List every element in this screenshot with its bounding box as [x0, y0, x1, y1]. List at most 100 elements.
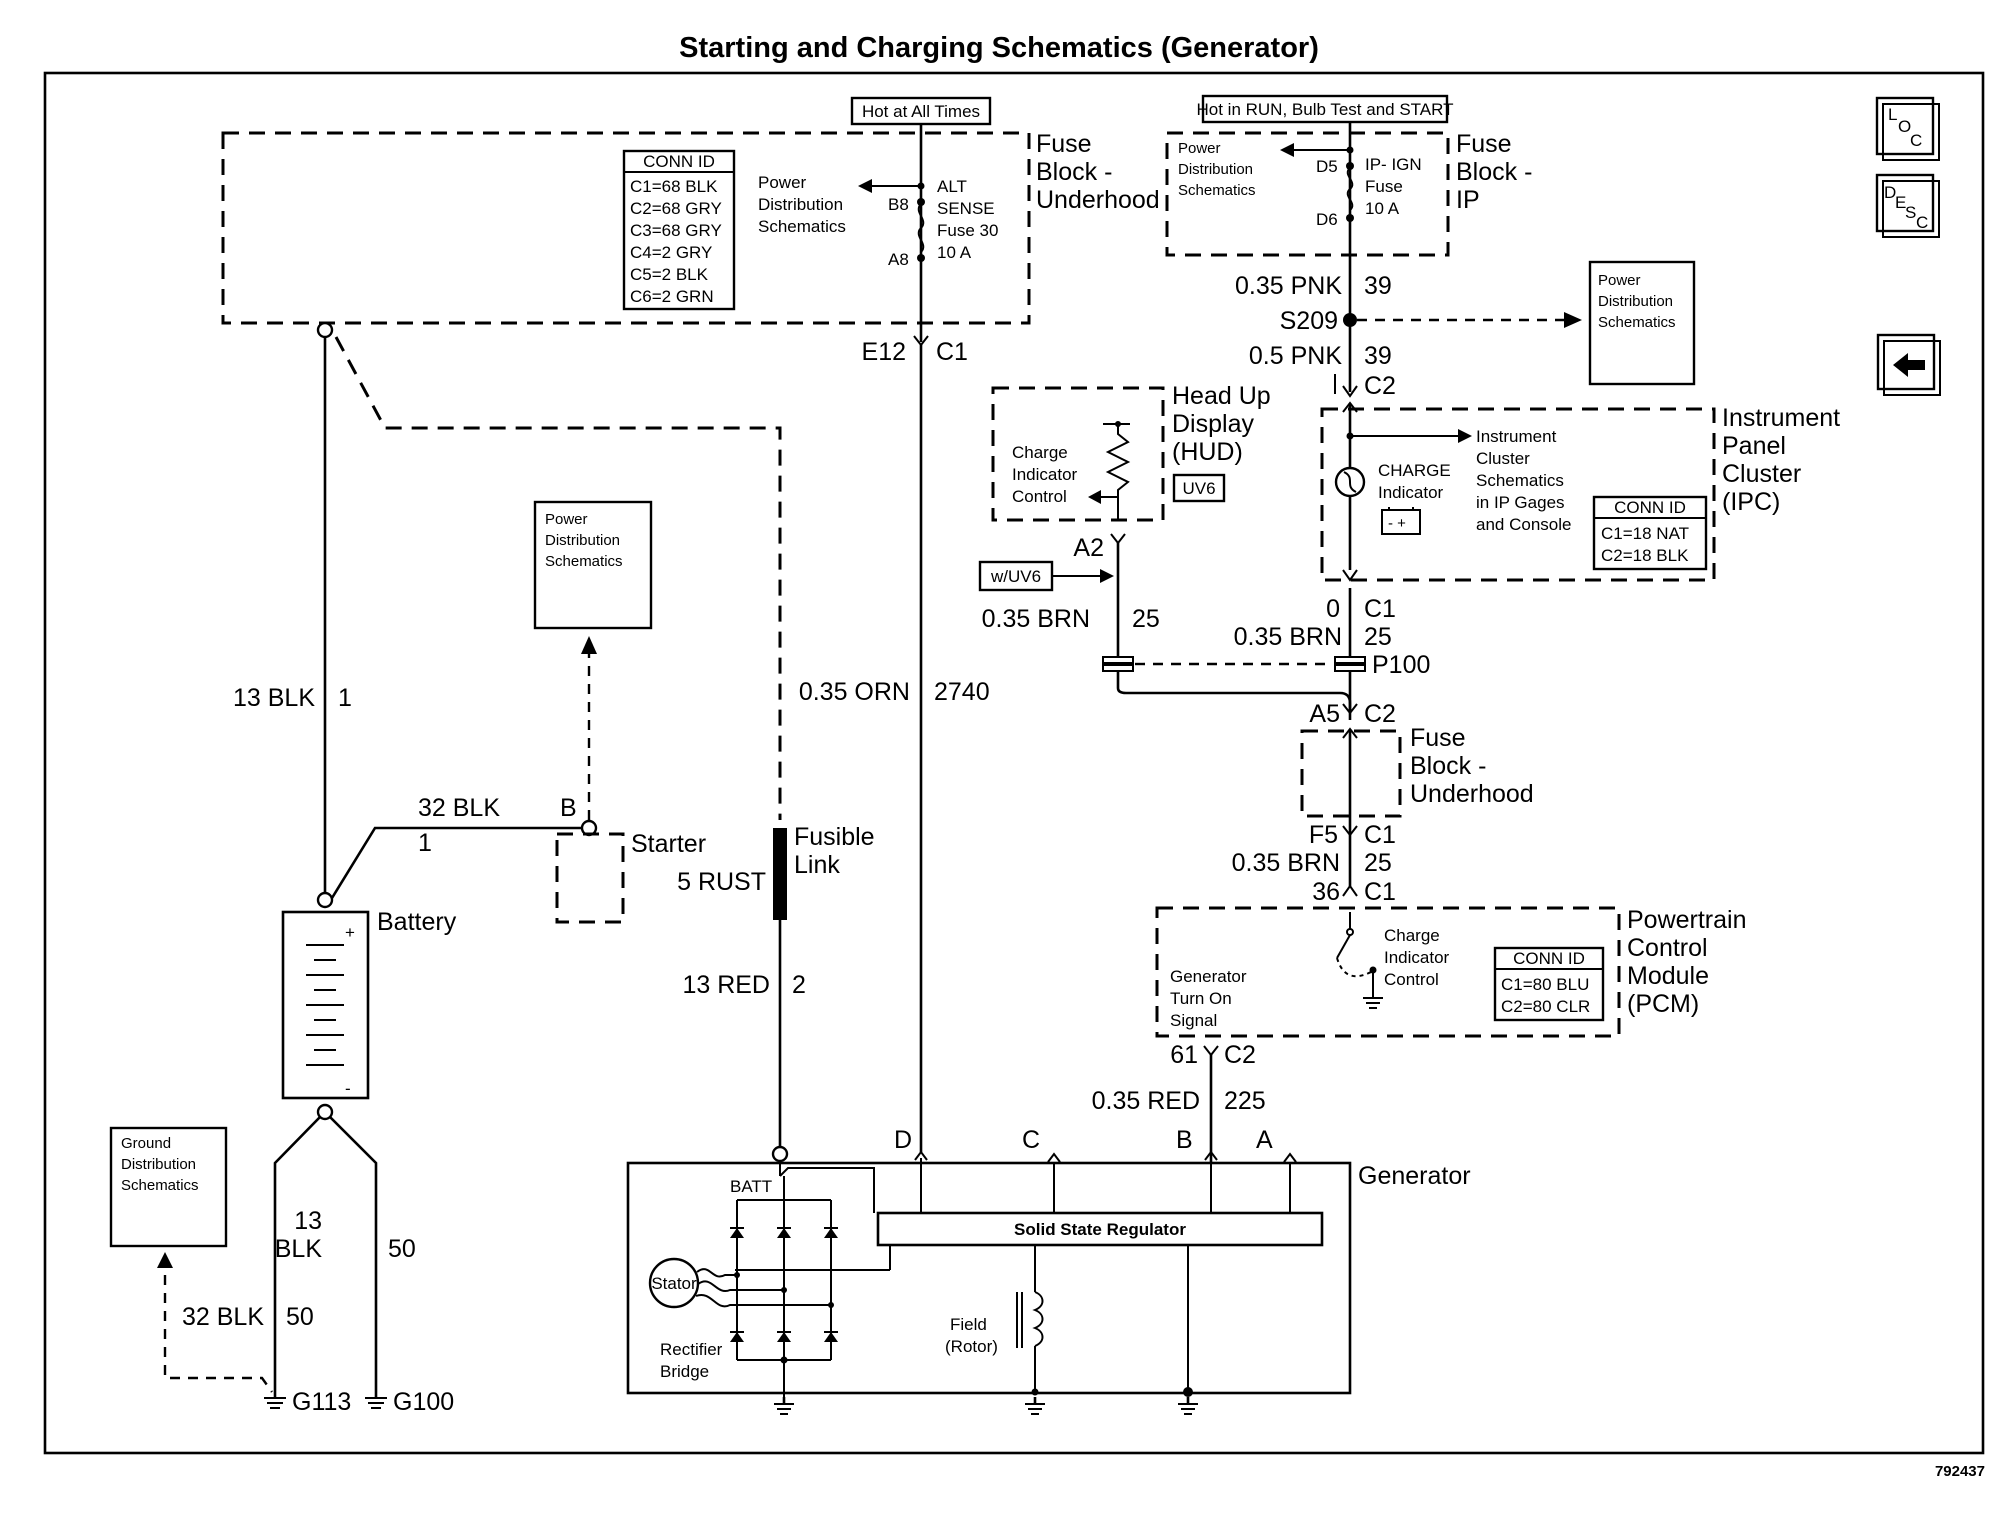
ground-g113-icon [264, 1392, 286, 1409]
alt-sense-fuse-icon [917, 203, 925, 253]
svg-text:25: 25 [1132, 605, 1160, 633]
underhood-stud-terminal [316, 321, 334, 339]
svg-text:Control: Control [1627, 934, 1708, 962]
svg-text:39: 39 [1364, 272, 1392, 300]
battery-negative-terminal [316, 1103, 334, 1121]
svg-text:C5=2 BLK: C5=2 BLK [630, 265, 709, 284]
svg-text:Block -: Block - [1456, 158, 1532, 186]
pcm-ground-icon [1363, 997, 1383, 1009]
svg-text:BLK: BLK [275, 1235, 323, 1263]
instrument-panel-cluster [1320, 407, 1716, 582]
connector-p100-right [1334, 656, 1366, 672]
svg-text:Underhood: Underhood [1410, 780, 1534, 808]
svg-text:Power: Power [1178, 140, 1221, 157]
starter-label: Starter [631, 830, 706, 858]
svg-text:C1: C1 [1364, 878, 1396, 906]
svg-text:IP: IP [1456, 186, 1480, 214]
wire-label-13blk-split: 13 [294, 1207, 322, 1235]
svg-text:Distribution: Distribution [545, 532, 620, 549]
wire-label-brn-ipc: 0.35 BRN [1234, 623, 1342, 651]
battery-icon: + - [281, 910, 370, 1100]
svg-text:25: 25 [1364, 623, 1392, 651]
svg-text:Head Up: Head Up [1172, 382, 1271, 410]
generator-terminal-labels: D C B A [894, 1126, 1273, 1154]
svg-text:25: 25 [1364, 849, 1392, 877]
svg-text:Solid State Regulator: Solid State Regulator [1014, 1220, 1186, 1239]
svg-text:Module: Module [1627, 962, 1709, 990]
diagram-title: Starting and Charging Schematics (Genera… [679, 32, 1319, 64]
generator [626, 1161, 1352, 1395]
fuse-block-ip-label: Fuse Block - IP [1456, 130, 1532, 214]
svg-text:C2=80 CLR: C2=80 CLR [1501, 997, 1590, 1016]
svg-text:A: A [1256, 1126, 1273, 1154]
svg-text:Schematics: Schematics [1178, 182, 1256, 199]
pin-d5 [1346, 162, 1354, 170]
hud-label: Head Up Display (HUD) [1172, 382, 1271, 466]
powertrain-control-module [1155, 906, 1621, 1038]
svg-text:Indicator: Indicator [1384, 948, 1450, 967]
svg-text:C1: C1 [936, 338, 968, 366]
svg-text:C2: C2 [1224, 1041, 1256, 1069]
svg-text:Field: Field [950, 1315, 987, 1334]
svg-text:-: - [345, 1079, 351, 1098]
svg-text:2740: 2740 [934, 678, 990, 706]
svg-text:C2=18 BLK: C2=18 BLK [1601, 546, 1689, 565]
connector-a5 [1342, 703, 1358, 715]
svg-text:A2: A2 [1073, 534, 1104, 562]
pcm-label: Powertrain Control Module (PCM) [1627, 906, 1747, 1018]
svg-text:L: L [1888, 105, 1897, 124]
svg-text:C2: C2 [1364, 372, 1396, 400]
generator-batt-terminal [771, 1145, 789, 1163]
svg-text:C: C [1916, 213, 1928, 232]
wire-label-13blk: 13 BLK [233, 684, 315, 712]
svg-text:C3=68 GRY: C3=68 GRY [630, 221, 722, 240]
svg-text:C1=18 NAT: C1=18 NAT [1601, 524, 1689, 543]
svg-text:- +: - + [1388, 515, 1406, 532]
figure-id: 792437 [1935, 1463, 1985, 1480]
svg-text:Fuse: Fuse [1456, 130, 1512, 158]
fuse-block-underhood-mid [1300, 729, 1402, 818]
head-up-display [991, 386, 1165, 522]
connector-p100-left [1102, 656, 1134, 672]
generator-ground-1-icon [774, 1397, 794, 1415]
svg-text:Distribution: Distribution [1178, 161, 1253, 178]
back-arrow-icon[interactable] [1876, 333, 1941, 396]
wire-label-orn: 0.35 ORN [799, 678, 910, 706]
svg-text:B: B [560, 794, 577, 822]
battery-label: Battery [377, 908, 457, 936]
power-distribution-link-2[interactable]: Power Distribution Schematics [1178, 140, 1256, 199]
field-rotor-icon [1016, 1245, 1044, 1396]
svg-text:Cluster: Cluster [1722, 460, 1801, 488]
svg-text:D6: D6 [1316, 210, 1338, 229]
wire-label-red-035: 0.35 RED [1092, 1087, 1200, 1115]
svg-text:D: D [894, 1126, 912, 1154]
w-uv6-option-box [978, 560, 1054, 592]
wire-label-rust: 5 RUST [677, 868, 766, 896]
power-distribution-link-3[interactable] [1588, 260, 1696, 386]
svg-text:S: S [1905, 203, 1916, 222]
svg-text:and Console: and Console [1476, 515, 1571, 534]
hot-at-all-times-label: Hot at All Times [862, 102, 980, 121]
svg-text:0: 0 [1326, 595, 1340, 623]
svg-text:Fuse: Fuse [1410, 724, 1466, 752]
svg-text:Schematics: Schematics [1476, 471, 1564, 490]
svg-text:B: B [1176, 1126, 1193, 1154]
stator-icon: Stator [648, 1257, 831, 1309]
svg-text:Cluster: Cluster [1476, 449, 1530, 468]
ground-distribution-link[interactable] [109, 1126, 228, 1248]
svg-text:Charge: Charge [1012, 443, 1068, 462]
loc-icon[interactable]: LOC [1875, 96, 1940, 161]
svg-text:Distribution: Distribution [121, 1156, 196, 1173]
svg-text:C2=68 GRY: C2=68 GRY [630, 199, 722, 218]
power-distribution-link-4[interactable] [533, 500, 653, 630]
power-distribution-link-1[interactable]: Power Distribution Schematics [758, 173, 846, 236]
svg-text:Control: Control [1012, 487, 1067, 506]
svg-text:Indicator: Indicator [1012, 465, 1078, 484]
svg-text:Block -: Block - [1410, 752, 1486, 780]
svg-text:F5: F5 [1309, 821, 1338, 849]
svg-text:1: 1 [338, 684, 352, 712]
svg-text:Schematics: Schematics [1598, 314, 1676, 331]
ipc-schematics-link[interactable]: Instrument Cluster Schematics in IP Gage… [1476, 427, 1571, 534]
fuse-block-underhood-top [221, 131, 1031, 325]
